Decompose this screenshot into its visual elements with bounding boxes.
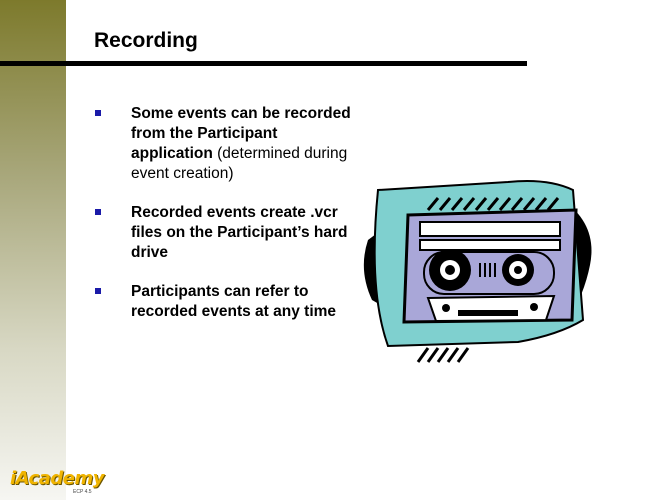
slide-title: Recording bbox=[94, 29, 198, 52]
square-bullet-icon bbox=[95, 209, 101, 215]
title-underline bbox=[0, 61, 527, 66]
cassette-tape-icon bbox=[363, 180, 592, 363]
bullet-item: Participants can refer to recorded event… bbox=[93, 282, 353, 322]
bullet-item: Recorded events create .vcr files on the… bbox=[93, 203, 353, 263]
square-bullet-icon bbox=[95, 288, 101, 294]
bullet-list: Some events can be recorded from the Par… bbox=[93, 104, 353, 341]
bullet-text-normal: (determined during event creation) bbox=[131, 145, 348, 182]
side-gradient-bar bbox=[0, 0, 66, 500]
iacademy-logo: iAcademy ECP 4.5 bbox=[10, 468, 104, 495]
logo-brand: iAcademy bbox=[10, 468, 104, 489]
square-bullet-icon bbox=[95, 110, 101, 116]
bullet-item: Some events can be recorded from the Par… bbox=[93, 104, 353, 184]
bullet-text-bold: Some events can be recorded from the Par… bbox=[131, 105, 351, 162]
bullet-text-bold: Recorded events create .vcr files on the… bbox=[131, 204, 348, 261]
bullet-text-bold: Participants can refer to recorded event… bbox=[131, 283, 337, 320]
logo-tag: ECP 4.5 bbox=[73, 489, 92, 495]
